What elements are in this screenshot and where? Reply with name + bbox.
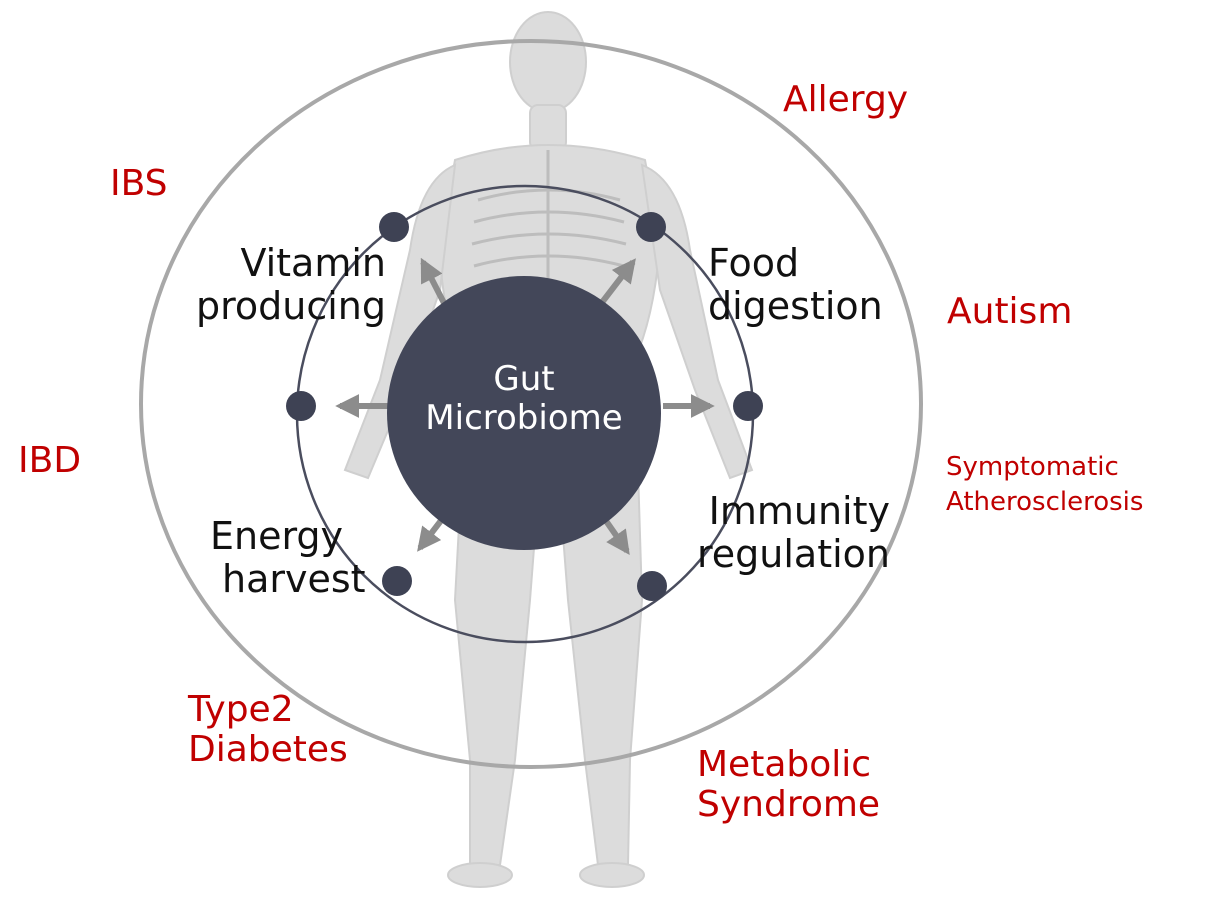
node-right — [733, 391, 763, 421]
node-upper-right — [636, 212, 666, 242]
food-digestion-label: Food digestion — [708, 242, 883, 327]
node-left — [286, 391, 316, 421]
arrow-lower-left — [420, 518, 443, 548]
disease-allergy: Allergy — [783, 80, 908, 120]
disease-metabolic-syndrome: Metabolic Syndrome — [697, 745, 880, 826]
disease-ibd: IBD — [18, 441, 81, 481]
disease-autism: Autism — [947, 292, 1072, 332]
immunity-regulation-label: Immunity regulation — [660, 490, 890, 575]
center-label-line1: Gut — [404, 360, 644, 399]
vitamin-producing-label: Vitamin producing — [160, 242, 386, 327]
node-lower-right — [637, 571, 667, 601]
center-label: Gut Microbiome — [404, 360, 644, 438]
center-label-line2: Microbiome — [404, 399, 644, 438]
disease-type2-diabetes: Type2 Diabetes — [188, 690, 348, 771]
disease-symptomatic-atherosclerosis: Symptomatic Atherosclerosis — [946, 450, 1143, 520]
node-upper-left — [379, 212, 409, 242]
energy-harvest-label: Energy harvest — [210, 515, 366, 600]
node-lower-left — [382, 566, 412, 596]
disease-ibs: IBS — [110, 164, 168, 204]
